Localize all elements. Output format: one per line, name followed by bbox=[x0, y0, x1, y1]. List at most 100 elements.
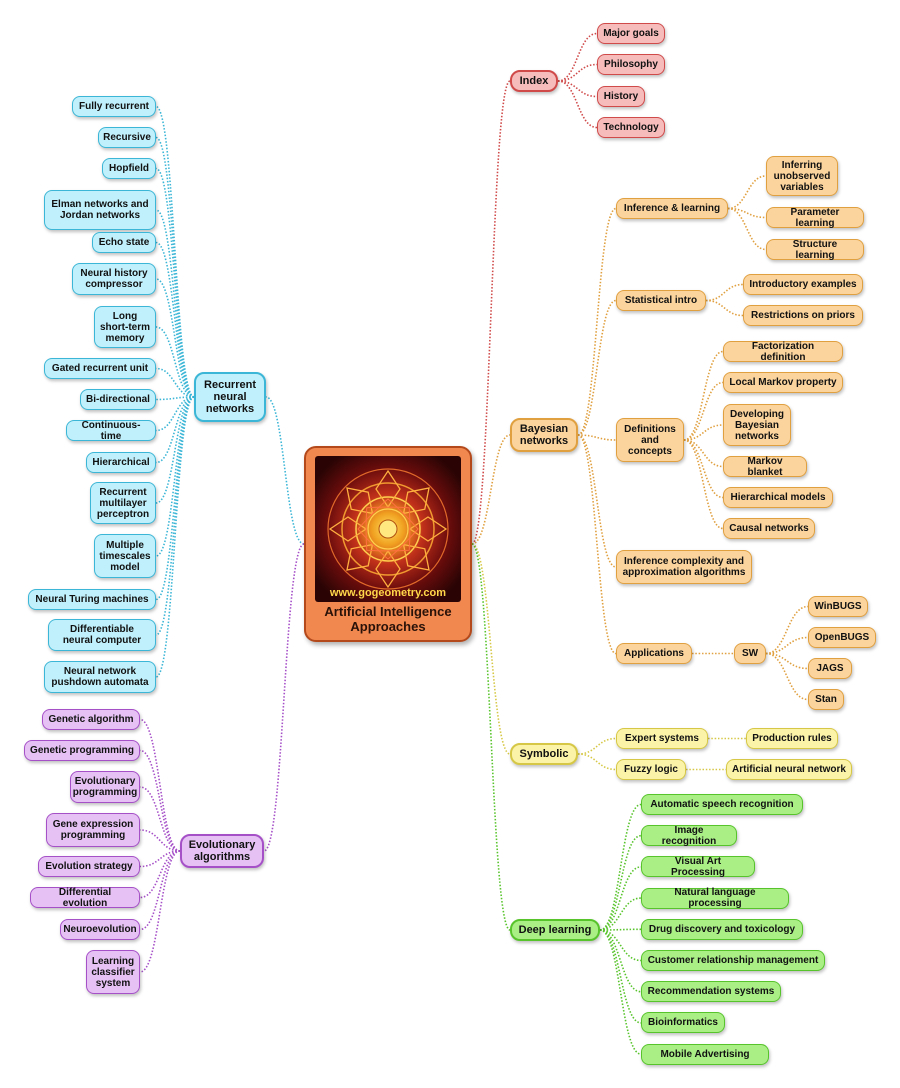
node-structure-learning[interactable]: Structure learning bbox=[766, 239, 864, 261]
node-sw[interactable]: SW bbox=[734, 643, 766, 664]
node-bioinformatics[interactable]: Bioinformatics bbox=[641, 1012, 725, 1034]
connector-defs-defs-0 bbox=[683, 350, 724, 441]
node-jags[interactable]: JAGS bbox=[808, 658, 852, 679]
node-neural-history-compressor[interactable]: Neural history compressor bbox=[72, 263, 156, 295]
node-genetic-algorithm[interactable]: Genetic algorithm bbox=[42, 709, 140, 730]
node-drug-discovery-and-toxicology[interactable]: Drug discovery and toxicology bbox=[641, 918, 803, 940]
node-long-short-term-memory[interactable]: Long short-term memory bbox=[94, 306, 156, 348]
node-causal-networks[interactable]: Causal networks bbox=[723, 518, 815, 539]
node-introductory-examples[interactable]: Introductory examples bbox=[743, 274, 863, 295]
connector-rnn-rnn-12 bbox=[155, 396, 195, 557]
node-neural-turing-machines[interactable]: Neural Turing machines bbox=[28, 589, 156, 610]
node-developing-bayesian-networks[interactable]: Developing Bayesian networks bbox=[723, 404, 791, 446]
node-stan[interactable]: Stan bbox=[808, 689, 844, 710]
node-neural-network-pushdown-automata[interactable]: Neural network pushdown automata bbox=[44, 661, 156, 693]
connector-stat-stat-1 bbox=[705, 299, 744, 317]
node-visual-art-processing[interactable]: Visual Art Processing bbox=[641, 856, 755, 878]
connector-defs-defs-3 bbox=[683, 439, 724, 468]
connector-rnn-rnn-8 bbox=[155, 396, 195, 401]
node-recommendation-systems[interactable]: Recommendation systems bbox=[641, 981, 781, 1003]
node-deep-learning[interactable]: Deep learning bbox=[510, 919, 600, 941]
connector-infl-infl-0 bbox=[727, 175, 767, 210]
node-definitions-and-concepts[interactable]: Definitions and concepts bbox=[616, 418, 684, 462]
node-expert-systems[interactable]: Expert systems bbox=[616, 728, 708, 749]
node-differential-evolution[interactable]: Differential evolution bbox=[30, 887, 140, 909]
connector-index-index-1 bbox=[557, 63, 598, 82]
node-evolutionary-programming[interactable]: Evolutionary programming bbox=[70, 771, 140, 803]
connector-rnn-rnn-10 bbox=[155, 396, 195, 464]
connector-dl-dl-7 bbox=[599, 929, 642, 1024]
node-winbugs[interactable]: WinBUGS bbox=[808, 596, 868, 617]
connector-evo-evo-0 bbox=[139, 718, 181, 852]
node-continuous-time[interactable]: Continuous-time bbox=[66, 420, 156, 442]
connector-center-rnn bbox=[265, 396, 305, 545]
node-applications[interactable]: Applications bbox=[616, 643, 692, 664]
node-echo-state[interactable]: Echo state bbox=[92, 232, 156, 253]
connector-infl-infl-1 bbox=[727, 207, 767, 219]
node-multiple-timescales-model[interactable]: Multiple timescales model bbox=[94, 534, 156, 578]
node-image-recognition[interactable]: Image recognition bbox=[641, 825, 737, 847]
node-fully-recurrent[interactable]: Fully recurrent bbox=[72, 96, 156, 117]
node-gene-expression-programming[interactable]: Gene expression programming bbox=[46, 813, 140, 847]
node-hierarchical[interactable]: Hierarchical bbox=[86, 452, 156, 473]
website-url: www.gogeometry.com bbox=[329, 587, 447, 599]
mandala-image bbox=[315, 456, 461, 602]
node-symbolic[interactable]: Symbolic bbox=[510, 743, 578, 765]
node-genetic-programming[interactable]: Genetic programming bbox=[24, 740, 140, 761]
node-statistical-intro[interactable]: Statistical intro bbox=[616, 290, 706, 311]
connector-center-bayes bbox=[471, 434, 511, 545]
connector-dl-dl-3 bbox=[599, 897, 642, 931]
connector-rnn-rnn-1 bbox=[155, 136, 195, 398]
node-mobile-advertising[interactable]: Mobile Advertising bbox=[641, 1043, 769, 1065]
node-differentiable-neural-computer[interactable]: Differentiable neural computer bbox=[48, 619, 156, 651]
node-artificial-neural-network[interactable]: Artificial neural network bbox=[726, 759, 852, 780]
connector-dl-dl-2 bbox=[599, 866, 642, 931]
node-fuzzy-logic[interactable]: Fuzzy logic bbox=[616, 759, 686, 780]
node-markov-blanket[interactable]: Markov blanket bbox=[723, 456, 807, 478]
node-restrictions-on-priors[interactable]: Restrictions on priors bbox=[743, 305, 863, 326]
node-evolutionary-algorithms[interactable]: Evolutionary algorithms bbox=[180, 834, 264, 868]
node-technology[interactable]: Technology bbox=[597, 117, 665, 138]
connector-evo-evo-1 bbox=[139, 749, 181, 852]
node-hopfield[interactable]: Hopfield bbox=[102, 158, 156, 179]
node-recursive[interactable]: Recursive bbox=[98, 127, 156, 148]
node-inferring-unobserved-variables[interactable]: Inferring unobserved variables bbox=[766, 156, 838, 196]
node-hierarchical-models[interactable]: Hierarchical models bbox=[723, 487, 833, 508]
connector-rnn-rnn-14 bbox=[155, 396, 195, 636]
node-openbugs[interactable]: OpenBUGS bbox=[808, 627, 876, 648]
node-parameter-learning[interactable]: Parameter learning bbox=[766, 207, 864, 229]
connector-sym-exp bbox=[577, 737, 617, 755]
node-recurrent-multilayer-perceptron[interactable]: Recurrent multilayer perceptron bbox=[90, 482, 156, 524]
connector-evo-evo-2 bbox=[139, 786, 181, 852]
node-philosophy[interactable]: Philosophy bbox=[597, 54, 665, 75]
connector-dl-dl-6 bbox=[599, 929, 642, 993]
node-recurrent-neural-networks[interactable]: Recurrent neural networks bbox=[194, 372, 266, 422]
node-customer-relationship-management[interactable]: Customer relationship management bbox=[641, 950, 825, 971]
connector-rnn-rnn-4 bbox=[155, 241, 195, 398]
node-bayesian-networks[interactable]: Bayesian networks bbox=[510, 418, 578, 452]
node-history[interactable]: History bbox=[597, 86, 645, 107]
node-inference-learning[interactable]: Inference & learning bbox=[616, 198, 728, 219]
connector-center-evo bbox=[263, 543, 305, 852]
node-gated-recurrent-unit[interactable]: Gated recurrent unit bbox=[44, 358, 156, 379]
node-factorization-definition[interactable]: Factorization definition bbox=[723, 341, 843, 363]
node-automatic-speech-recognition[interactable]: Automatic speech recognition bbox=[641, 794, 803, 815]
node-evolution-strategy[interactable]: Evolution strategy bbox=[38, 856, 140, 877]
node-bi-directional[interactable]: Bi-directional bbox=[80, 389, 156, 410]
central-topic[interactable]: www.gogeometry.com Artificial Intelligen… bbox=[304, 446, 472, 642]
node-learning-classifier-system[interactable]: Learning classifier system bbox=[86, 950, 140, 994]
node-natural-language-processing[interactable]: Natural language processing bbox=[641, 887, 789, 909]
connector-index-index-2 bbox=[557, 80, 598, 98]
connector-bayes-apps bbox=[577, 434, 617, 655]
connector-bayes-infc bbox=[577, 434, 617, 568]
connector-defs-defs-2 bbox=[683, 424, 724, 441]
node-elman-networks-and-jordan-networks[interactable]: Elman networks and Jordan networks bbox=[44, 190, 156, 230]
node-production-rules[interactable]: Production rules bbox=[746, 728, 838, 749]
node-neuroevolution[interactable]: Neuroevolution bbox=[60, 919, 140, 940]
node-index[interactable]: Index bbox=[510, 70, 558, 92]
central-title-line-1: Artificial Intelligence bbox=[324, 604, 452, 619]
node-major-goals[interactable]: Major goals bbox=[597, 23, 665, 44]
node-inference-complexity-and-approximation-algorithms[interactable]: Inference complexity and approximation a… bbox=[616, 550, 752, 584]
node-local-markov-property[interactable]: Local Markov property bbox=[723, 372, 843, 393]
